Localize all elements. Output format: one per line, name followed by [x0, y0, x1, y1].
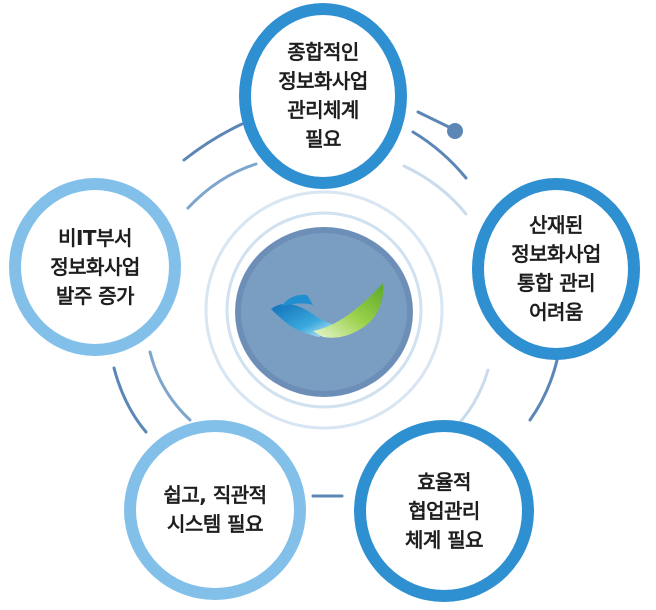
inner-arc-upper-left: [186, 162, 258, 210]
node-bottom-right-line-1: 효율적: [417, 469, 471, 494]
node-bottom-left-line-1: 쉽고, 직관적: [163, 483, 267, 507]
swoosh-logo-icon: [271, 283, 384, 338]
node-right-line-4: 어려움: [529, 300, 583, 324]
node-right-line-3: 통합 관리: [516, 271, 596, 295]
node-bottom-left-line-2: 시스템 필요: [167, 512, 263, 536]
node-left-line-3: 발주 증가: [55, 283, 135, 308]
connector-arc-top-right: [411, 130, 468, 180]
node-top-line-1: 종합적인: [287, 40, 359, 64]
node-bottom-left-label: 쉽고, 직관적 시스템 필요: [163, 481, 267, 539]
node-left: 비IT부서 정보화사업 발주 증가: [9, 178, 181, 356]
connector-arc-top-left: [182, 122, 244, 162]
middle-ring: [225, 211, 423, 409]
node-bottom-right: 효율적 협업관리 체계 필요: [354, 420, 534, 602]
node-top-line-2: 정보화사업: [278, 69, 368, 93]
node-bottom-right-line-3: 체계 필요: [404, 527, 484, 552]
node-left-line-1: 비IT부서: [58, 225, 132, 250]
connector-arc-left-bottom: [112, 366, 148, 434]
node-top: 종합적인 정보화사업 관리체계 필요: [239, 3, 407, 189]
node-top-line-3: 관리체계: [287, 98, 359, 122]
node-right-line-2: 정보화사업: [511, 242, 601, 266]
connector-dot: [447, 123, 463, 139]
node-right: 산재된 정보화사업 통합 관리 어려움: [472, 178, 640, 360]
node-top-label: 종합적인 정보화사업 관리체계 필요: [278, 38, 368, 154]
center-disc: [235, 227, 413, 397]
inner-arc-left: [148, 350, 192, 422]
node-top-line-4: 필요: [305, 127, 341, 151]
connector-arc-right-bottom: [528, 354, 560, 422]
inner-ring: [204, 190, 444, 430]
node-right-line-1: 산재된: [529, 213, 583, 237]
node-left-line-2: 정보화사업: [50, 254, 140, 279]
node-bottom-left: 쉽고, 직관적 시스템 필요: [124, 420, 306, 600]
node-left-label: 비IT부서 정보화사업 발주 증가: [50, 224, 140, 311]
node-bottom-right-label: 효율적 협업관리 체계 필요: [404, 468, 484, 555]
node-right-label: 산재된 정보화사업 통합 관리 어려움: [511, 211, 601, 327]
node-bottom-right-line-2: 협업관리: [408, 498, 480, 523]
inner-arc-upper-right: [402, 164, 468, 216]
